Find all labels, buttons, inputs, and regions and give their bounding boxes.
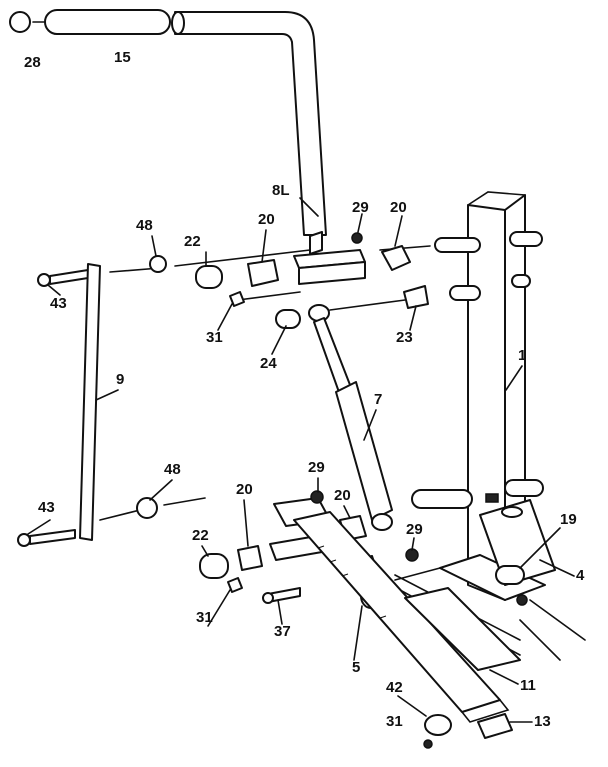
bottom-parts xyxy=(423,713,513,749)
label-13: 13 xyxy=(534,713,551,730)
label-7: 7 xyxy=(374,391,382,408)
bracket-4 xyxy=(479,499,556,606)
label-48: 48 xyxy=(164,461,181,478)
rail-5 xyxy=(293,511,510,723)
label-24: 24 xyxy=(260,355,277,372)
label-8l: 8L xyxy=(272,182,290,199)
label-20: 20 xyxy=(334,487,351,504)
main-upright-frame xyxy=(394,191,586,661)
part-labels: 28 15 8L 29 20 48 22 20 43 31 24 23 1 9 … xyxy=(24,49,585,730)
label-20: 20 xyxy=(390,199,407,216)
gas-cylinder-7 xyxy=(313,317,393,531)
label-29: 29 xyxy=(352,199,369,216)
label-48: 48 xyxy=(136,217,153,234)
label-43: 43 xyxy=(38,499,55,516)
label-19: 19 xyxy=(560,511,577,528)
label-23: 23 xyxy=(396,329,413,346)
upright-pegs xyxy=(411,231,544,509)
label-42: 42 xyxy=(386,679,403,696)
label-22: 22 xyxy=(184,233,201,250)
label-29: 29 xyxy=(406,521,423,538)
bar-9 xyxy=(79,263,206,541)
label-9: 9 xyxy=(116,371,124,388)
label-15: 15 xyxy=(114,49,131,66)
upper-bracket-8l xyxy=(109,231,431,311)
label-43: 43 xyxy=(50,295,67,312)
upper-small-parts xyxy=(149,232,429,329)
label-4: 4 xyxy=(576,567,585,584)
label-5: 5 xyxy=(352,659,360,676)
label-22: 22 xyxy=(192,527,209,544)
label-11: 11 xyxy=(520,677,536,694)
label-31: 31 xyxy=(386,713,403,730)
leader-lines xyxy=(27,197,575,723)
label-28: 28 xyxy=(24,54,41,71)
label-31: 31 xyxy=(196,609,213,626)
label-20: 20 xyxy=(258,211,275,228)
plate-11 xyxy=(404,587,521,671)
label-29: 29 xyxy=(308,459,325,476)
label-31: 31 xyxy=(206,329,223,346)
label-20: 20 xyxy=(236,481,253,498)
handle-bar-15 xyxy=(9,9,327,236)
label-1: 1 xyxy=(518,347,526,364)
label-37: 37 xyxy=(274,623,291,640)
